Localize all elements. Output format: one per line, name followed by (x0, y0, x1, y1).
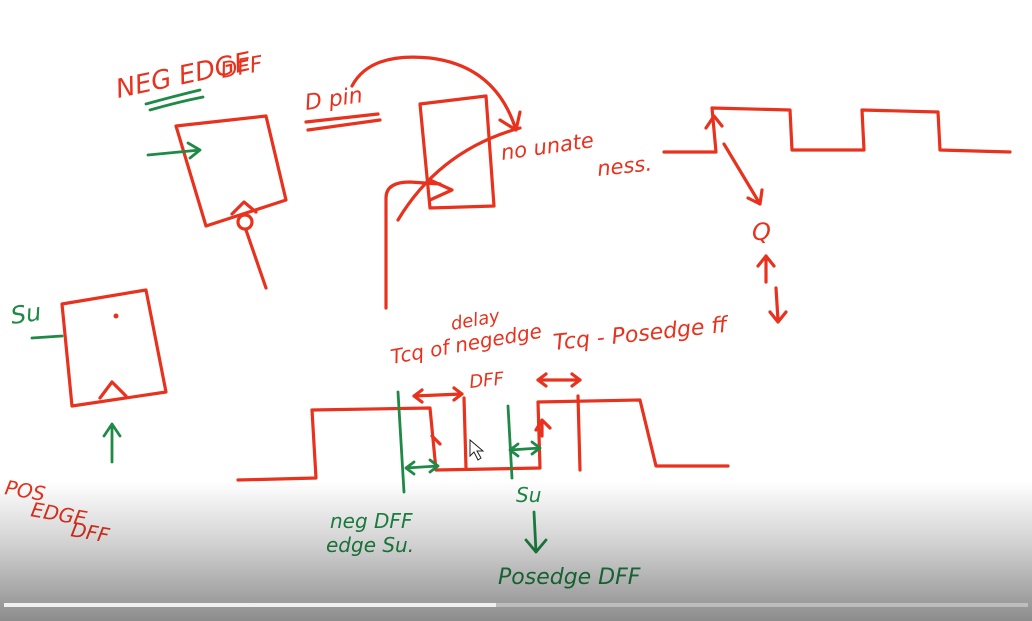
posedge-dff-label: Posedge DFF (498, 565, 641, 590)
pos-edge-clock-arrow (104, 424, 120, 462)
q-label: Q (752, 218, 771, 246)
pos-tcq-marker (578, 396, 580, 470)
su-to-posedge-arrow (526, 512, 546, 552)
neg-edge-dff-su-line1: neg DFF (330, 509, 413, 533)
video-progress-fill (4, 603, 496, 607)
neg-edge-clock-line (246, 230, 266, 288)
neg-edge-clock-bubble (238, 215, 252, 229)
tcq-pos-span-arrow (538, 374, 580, 386)
bottom-clock-waveform (238, 400, 728, 480)
neg-tcq-marker (464, 398, 466, 468)
neg-edge-input-arrow (148, 143, 200, 158)
neg-edge-dff-box (176, 116, 286, 226)
q-up-arrow (758, 256, 774, 282)
pos-edge-clock-triangle (100, 382, 126, 398)
no-unateness-line1: no unate (499, 128, 595, 165)
top-clock-waveform (664, 108, 1010, 152)
no-unateness-line2: ness. (596, 151, 653, 181)
mouse-cursor-icon (470, 440, 483, 460)
d-pin-label: D pin (303, 83, 364, 116)
tcq-neg-span-arrow (414, 388, 462, 402)
pos-setup-span-arrow (510, 442, 540, 456)
video-progress-bar[interactable] (4, 603, 1028, 607)
neg-edge-dff-su-line2: edge Su. (326, 533, 414, 557)
edge-to-q-arrow (724, 144, 762, 204)
tcq-delay-line3: DFF (468, 368, 505, 393)
tcq-posedge-label: Tcq - Posedge ff (552, 313, 731, 356)
neg-setup-span-arrow (406, 460, 438, 474)
pos-edge-title-line3: DFF (69, 517, 111, 547)
pos-edge-input-line (32, 336, 62, 338)
su-left-label: Su (9, 298, 43, 330)
pos-edge-dot (114, 314, 119, 319)
middle-dff-clock-wire (386, 182, 440, 308)
su-bottom-label: Su (516, 483, 541, 507)
pos-edge-dff-box (62, 290, 166, 406)
neg-edge-underline-2 (150, 97, 203, 110)
middle-dff-box (420, 96, 494, 208)
q-down-arrow (770, 288, 786, 322)
